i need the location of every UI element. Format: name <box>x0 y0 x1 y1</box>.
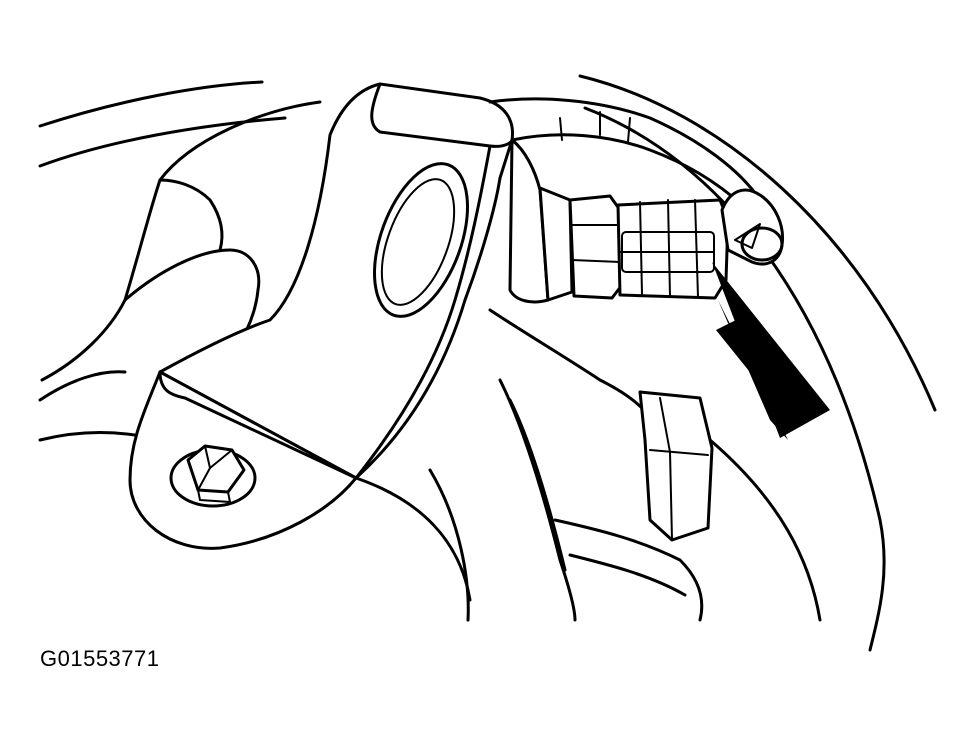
hex-bolt-lower <box>169 444 257 508</box>
knuckle-arm <box>354 308 704 622</box>
connector-clip <box>720 188 785 266</box>
arrow-icon <box>712 262 830 440</box>
speed-sensor <box>508 138 730 304</box>
sensor-wire-harness <box>488 97 762 207</box>
hex-nut-right <box>638 390 714 542</box>
figure-id-label: G01553771 <box>40 646 160 671</box>
